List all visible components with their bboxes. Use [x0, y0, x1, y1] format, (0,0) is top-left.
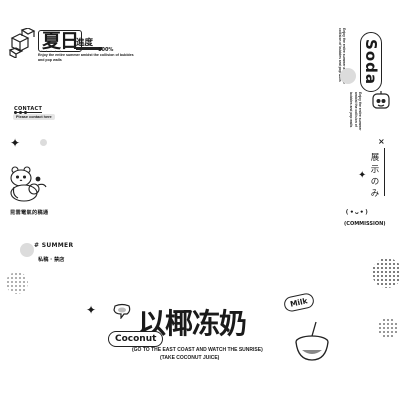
- vertical-tagline-2: Enjoy the entire summer amidst the colli…: [349, 92, 362, 131]
- vertical-char: の: [370, 177, 380, 187]
- grey-dot: [40, 139, 47, 146]
- soda-label: Soda: [362, 39, 380, 85]
- vertical-label: 展 示 の み: [369, 152, 381, 200]
- sparkle-icon: ✦: [10, 136, 21, 150]
- bear-icon: [10, 166, 47, 202]
- robot-icon: [372, 91, 390, 109]
- progress-percent: 100%: [98, 47, 114, 53]
- progress-bar: [76, 47, 102, 50]
- progress-dots: ·····: [40, 48, 64, 55]
- coconut-cup-icon: [295, 321, 329, 361]
- halftone-dots: [6, 272, 28, 294]
- halftone-dots: [378, 318, 398, 338]
- coconut-badge: Coconut: [108, 331, 164, 347]
- contact-heading[interactable]: CONTACT: [14, 106, 43, 113]
- commission-label[interactable]: (COMMISSION): [344, 221, 386, 227]
- close-icon[interactable]: ×: [378, 137, 385, 146]
- progress-label: 進度: [76, 38, 94, 48]
- grey-circle: [20, 243, 34, 257]
- halftone-dots: [372, 258, 400, 288]
- divider: [384, 148, 385, 196]
- slogan-line-2: (TAKE COCONUT JUICE): [160, 355, 220, 361]
- vertical-char: 示: [370, 165, 380, 175]
- contact-link[interactable]: Please contact here: [13, 114, 55, 120]
- face-emoticon: (•ᴗ•): [345, 208, 370, 216]
- sparkle-icon: ✦: [86, 303, 97, 317]
- bear-caption: 昆雲電氣的稿通: [10, 210, 49, 216]
- slogan-line-1: (GO TO THE EAST COAST AND WATCH THE SUNR…: [132, 347, 263, 353]
- sparkle-icon: ✦: [358, 170, 367, 181]
- tagline: Enjoy the entire summer amidst the colli…: [38, 53, 134, 62]
- cube-icon: [8, 28, 36, 58]
- summer-subtitle: 私稿 · 禁店: [38, 257, 65, 263]
- chat-bubble-icon: [113, 303, 131, 319]
- grey-circle: [340, 68, 356, 84]
- milk-badge: Milk: [282, 292, 315, 313]
- vertical-char: み: [370, 189, 380, 199]
- soda-badge: Soda: [360, 32, 382, 92]
- vertical-char: 展: [370, 153, 380, 163]
- summer-tag: # SUMMER: [34, 242, 74, 249]
- page-title: 夏日: [38, 30, 83, 52]
